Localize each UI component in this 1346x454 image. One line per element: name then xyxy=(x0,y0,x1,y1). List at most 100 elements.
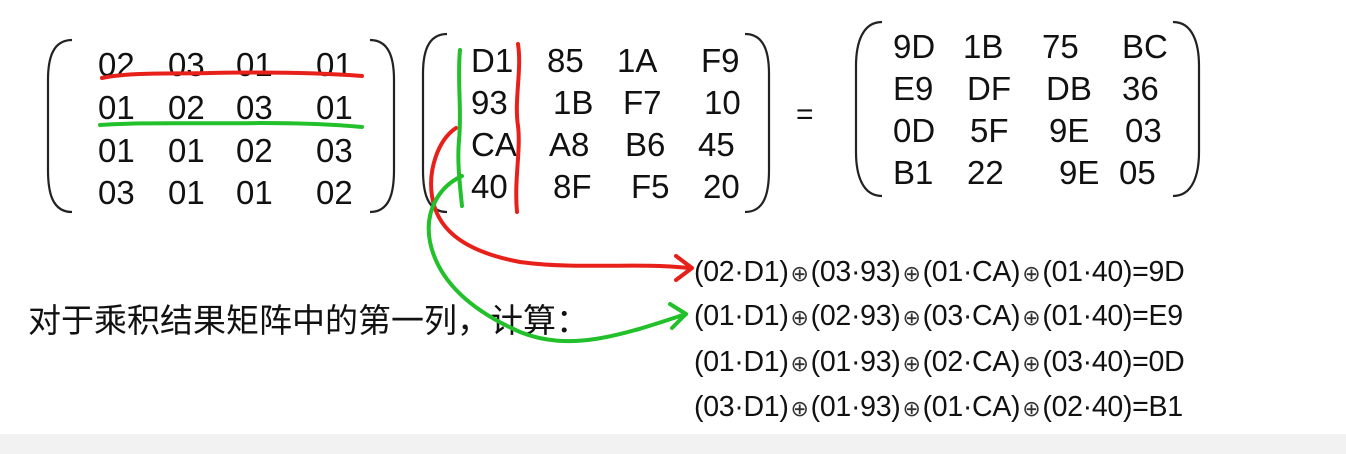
equation-term: (01·40) xyxy=(1042,300,1133,332)
green-arrowhead xyxy=(668,302,688,330)
matrix-b-cell: B6 xyxy=(625,126,666,163)
matrix-b-cell: CA xyxy=(471,126,517,163)
matrix-c-cell: B1 xyxy=(893,154,934,191)
xor-symbol: ⊕ xyxy=(1022,262,1041,287)
xor-symbol: ⊕ xyxy=(790,306,809,331)
equation-term: (02·CA) xyxy=(922,346,1021,378)
equation-term: (01·40) xyxy=(1042,256,1133,288)
xor-symbol: ⊕ xyxy=(790,352,809,377)
matrix-c-cell: 22 xyxy=(967,154,1004,191)
xor-symbol: ⊕ xyxy=(790,397,809,422)
xor-symbol: ⊕ xyxy=(902,262,921,287)
matrix-a-cell: 02 xyxy=(168,89,205,126)
matrix-b-cell: 93 xyxy=(471,84,508,121)
matrix-a-cell: 01 xyxy=(98,132,135,169)
equation-result: =9D xyxy=(1132,256,1185,288)
matrix-b-cell: 10 xyxy=(704,84,741,121)
equation-row-2: (01·D1)⊕(02·93)⊕(03·CA)⊕(01·40)=E9 xyxy=(694,300,1183,333)
matrix-b-cell: D1 xyxy=(471,42,514,79)
matrix-b-cell: 40 xyxy=(471,168,508,205)
xor-symbol: ⊕ xyxy=(1022,352,1041,377)
red-column-bracket xyxy=(514,42,522,214)
green-underline-row2 xyxy=(98,121,364,129)
matrix-b-cell: 1A xyxy=(617,42,658,79)
xor-symbol: ⊕ xyxy=(902,306,921,331)
equation-term: (01·93) xyxy=(810,346,901,378)
matrix-a-cell: 02 xyxy=(316,174,353,211)
equation-row-1: (02·D1)⊕(03·93)⊕(01·CA)⊕(01·40)=9D xyxy=(694,256,1185,289)
red-arrow-curve xyxy=(429,126,692,270)
xor-symbol: ⊕ xyxy=(902,397,921,422)
matrix-c-cell: DB xyxy=(1046,70,1092,107)
equation-term: (01·D1) xyxy=(694,346,789,378)
matrix-a-cell: 03 xyxy=(98,174,135,211)
matrix-b-cell: 20 xyxy=(703,168,740,205)
matrix-c-cell: DF xyxy=(967,70,1011,107)
bottom-bar xyxy=(0,434,1346,454)
equation-result: =B1 xyxy=(1132,391,1183,423)
matrix-c-cell: BC xyxy=(1122,28,1168,65)
matrix-a-left-bracket xyxy=(46,38,73,214)
matrix-c-cell: 36 xyxy=(1122,70,1159,107)
equation-term: (01·CA) xyxy=(922,256,1021,288)
equation-result: =E9 xyxy=(1132,300,1183,332)
matrix-c-cell: 9D xyxy=(893,28,936,65)
matrix-c-cell: 9E xyxy=(1059,154,1100,191)
matrix-c-cell: 03 xyxy=(1125,112,1162,149)
equation-row-3: (01·D1)⊕(01·93)⊕(02·CA)⊕(03·40)=0D xyxy=(694,346,1185,379)
matrix-a-cell: 03 xyxy=(236,89,273,126)
matrix-b-cell: 1B xyxy=(553,84,594,121)
matrix-b-cell: F5 xyxy=(631,168,670,205)
matrix-a-cell: 01 xyxy=(236,174,273,211)
equation-term: (02·D1) xyxy=(694,256,789,288)
matrix-a-cell: 01 xyxy=(236,46,273,83)
equation-term: (03·93) xyxy=(810,256,901,288)
matrix-b-cell: F7 xyxy=(623,84,662,121)
equation-term: (01·D1) xyxy=(694,300,789,332)
matrix-c-cell: 0D xyxy=(893,112,936,149)
xor-symbol: ⊕ xyxy=(1022,306,1041,331)
matrix-c-cell: 75 xyxy=(1042,28,1079,65)
matrix-c-cell: 5F xyxy=(970,112,1009,149)
matrix-c-cell: 1B xyxy=(963,28,1004,65)
green-column-line xyxy=(456,48,464,208)
green-arrow-curve xyxy=(426,174,688,344)
equation-term: (03·40) xyxy=(1042,346,1133,378)
xor-symbol: ⊕ xyxy=(902,352,921,377)
equation-term: (03·CA) xyxy=(922,300,1021,332)
matrix-b-cell: 8F xyxy=(553,168,592,205)
matrix-b-cell: 85 xyxy=(547,42,584,79)
xor-symbol: ⊕ xyxy=(1022,397,1041,422)
matrix-c-left-bracket xyxy=(854,20,883,198)
matrix-a-cell: 03 xyxy=(316,132,353,169)
matrix-c-cell: E9 xyxy=(893,70,934,107)
equation-term: (02·40) xyxy=(1042,391,1133,423)
equation-term: (01·CA) xyxy=(922,391,1021,423)
equals-sign: = xyxy=(796,98,814,131)
matrix-a-cell: 01 xyxy=(168,174,205,211)
red-underline-row1 xyxy=(100,70,364,80)
equation-term: (02·93) xyxy=(810,300,901,332)
matrix-c-right-bracket xyxy=(1172,20,1201,198)
matrix-a-cell: 01 xyxy=(98,89,135,126)
matrix-a-cell: 02 xyxy=(236,132,273,169)
equation-term: (01·93) xyxy=(810,391,901,423)
matrix-a-cell: 01 xyxy=(168,132,205,169)
equation-row-4: (03·D1)⊕(01·93)⊕(01·CA)⊕(02·40)=B1 xyxy=(694,391,1183,424)
matrix-a-right-bracket xyxy=(369,38,396,214)
matrix-b-cell: A8 xyxy=(549,126,590,163)
equation-term: (03·D1) xyxy=(694,391,789,423)
matrix-c-cell: 05 xyxy=(1119,154,1156,191)
matrix-b-right-bracket xyxy=(744,32,771,214)
matrix-b-cell: 45 xyxy=(698,126,735,163)
matrix-c-cell: 9E xyxy=(1049,112,1090,149)
matrix-a-cell: 01 xyxy=(316,89,353,126)
matrix-a-cell: 03 xyxy=(168,46,205,83)
xor-symbol: ⊕ xyxy=(790,262,809,287)
red-arrowhead xyxy=(674,254,694,282)
matrix-b-cell: F9 xyxy=(701,42,740,79)
equation-result: =0D xyxy=(1132,346,1185,378)
